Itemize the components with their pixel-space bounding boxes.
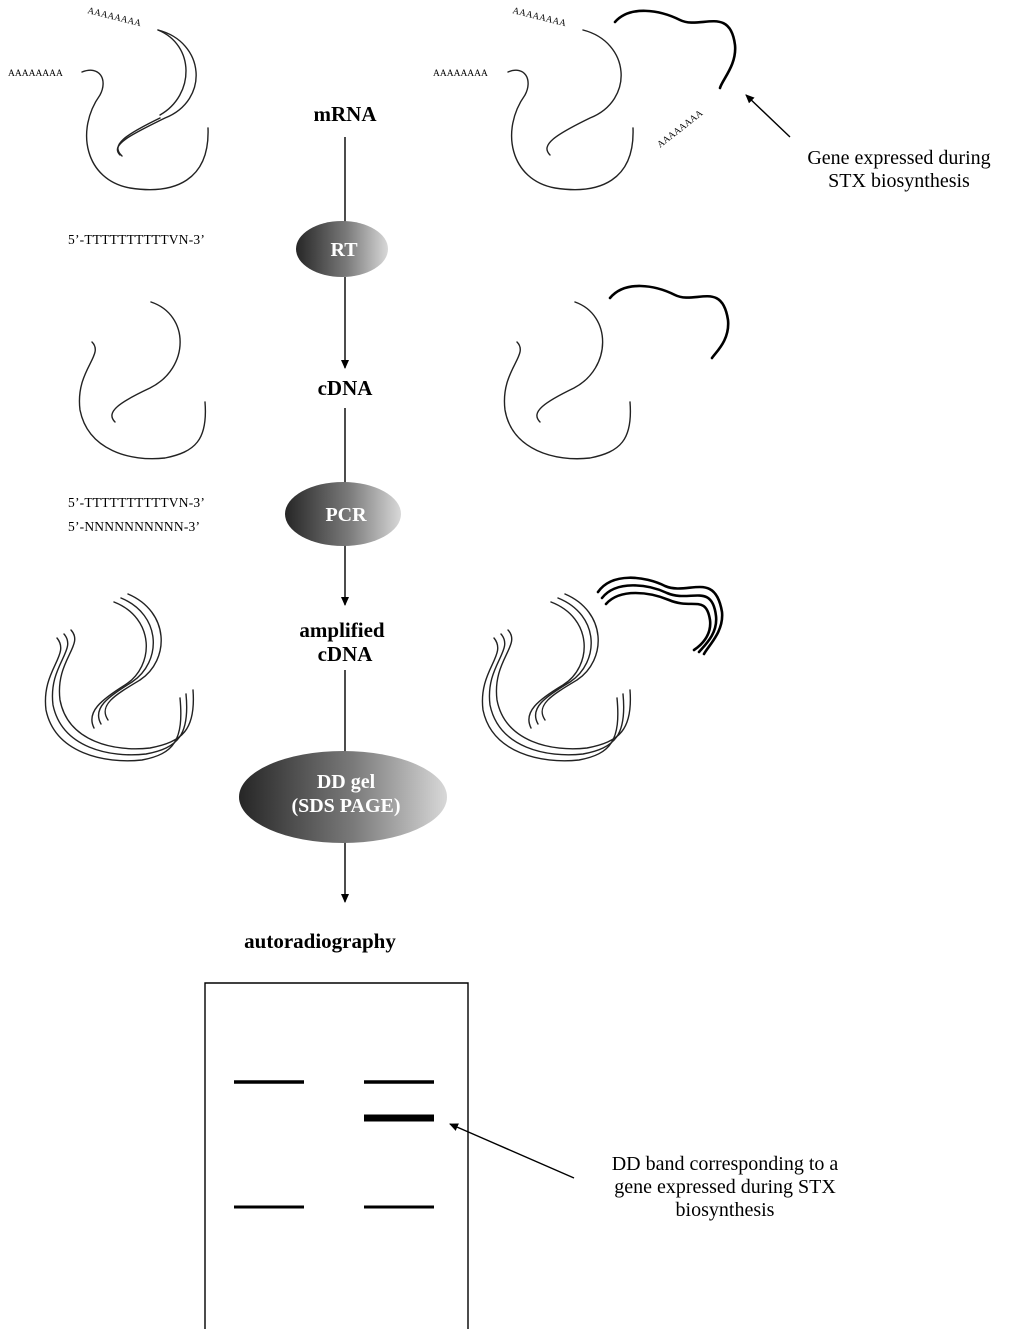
dd-gel-label: DD gel <box>317 771 376 793</box>
expressed-gene-cdna-strand <box>608 284 730 360</box>
step-amplified-line1: amplified <box>299 618 384 642</box>
step-amplified-line2: cDNA <box>318 642 374 666</box>
poly-a-tail-right: AAAAAAAA <box>433 69 488 79</box>
poly-a-tail-right-upper: AAAAAAAA <box>511 6 567 29</box>
pcr-label: PCR <box>325 504 367 526</box>
pcr-primer-random: 5’-NNNNNNNNNN-3’ <box>68 519 200 534</box>
rt-primer: 5’-TTTTTTTTTTVN-3’ <box>68 232 205 247</box>
poly-a-tail-expressed: AAAAAAAA <box>656 109 706 151</box>
right-cdna <box>503 284 730 460</box>
expressed-gene-amplified-strand-3 <box>604 591 712 652</box>
gene-expressed-pointer <box>745 94 791 138</box>
right-amplified-cdna <box>481 576 724 762</box>
poly-a-tail-left-upper: AAAAAAAA <box>86 6 142 29</box>
step-autoradiography: autoradiography <box>244 929 396 953</box>
dd-gel-ellipse: DD gel (SDS PAGE) <box>239 751 447 843</box>
step-mrna: mRNA <box>314 102 378 126</box>
rt-label: RT <box>330 239 358 261</box>
right-mrna: AAAAAAAA AAAAAAAA AAAAAAAA <box>433 6 737 191</box>
autoradiography-gel <box>204 982 469 1329</box>
dd-band-label-line1: DD band corresponding to a <box>612 1153 839 1175</box>
left-mrna: AAAAAAAA AAAAAAAA <box>8 6 209 191</box>
left-cdna <box>78 301 207 460</box>
dd-band-label-line2: gene expressed during STX <box>614 1176 836 1198</box>
step-cdna: cDNA <box>318 376 374 400</box>
expressed-gene-strand <box>613 9 737 90</box>
dd-band-pointer <box>449 1123 575 1179</box>
pcr-ellipse: PCR <box>285 482 401 546</box>
expressed-gene-amplified-strand-1 <box>596 576 724 656</box>
poly-a-tail-left: AAAAAAAA <box>8 69 63 79</box>
expressed-gene-amplified-strand-2 <box>600 584 718 654</box>
rt-ellipse: RT <box>296 221 388 277</box>
gene-expressed-label-line1: Gene expressed during <box>807 147 990 169</box>
dd-band-label-line3: biosynthesis <box>676 1199 775 1221</box>
dd-gel-sublabel: (SDS PAGE) <box>291 795 400 817</box>
gene-expressed-label-line2: STX biosynthesis <box>828 170 970 192</box>
gel-frame <box>204 982 469 1329</box>
left-amplified-cdna <box>44 593 195 762</box>
pcr-primer-oligo-dt: 5’-TTTTTTTTTTVN-3’ <box>68 495 205 510</box>
